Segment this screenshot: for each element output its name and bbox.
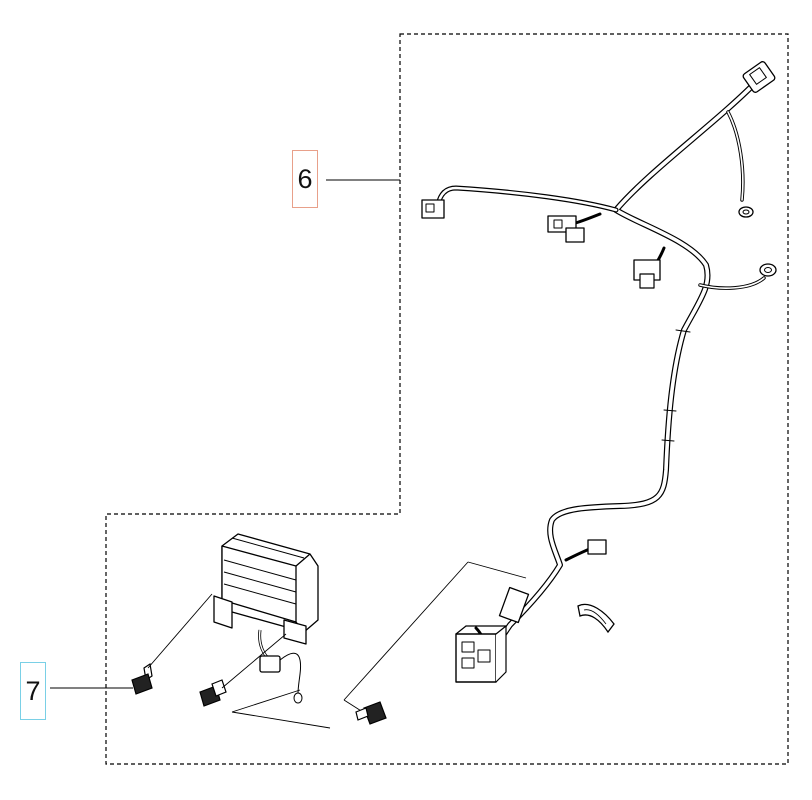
callout-7-label[interactable]: 7: [20, 662, 46, 720]
wiring-harness: [421, 61, 777, 683]
callout-6-label[interactable]: 6: [292, 150, 318, 208]
regulator-bolt-center: [199, 633, 287, 707]
regulator-bolt-left: [131, 593, 213, 695]
assembly-guide-lines: [231, 561, 527, 729]
ground-bolt: [355, 701, 387, 725]
assembly-group-boundary: [105, 33, 789, 765]
harness-clip: [577, 603, 615, 634]
voltage-regulator: [213, 533, 319, 704]
